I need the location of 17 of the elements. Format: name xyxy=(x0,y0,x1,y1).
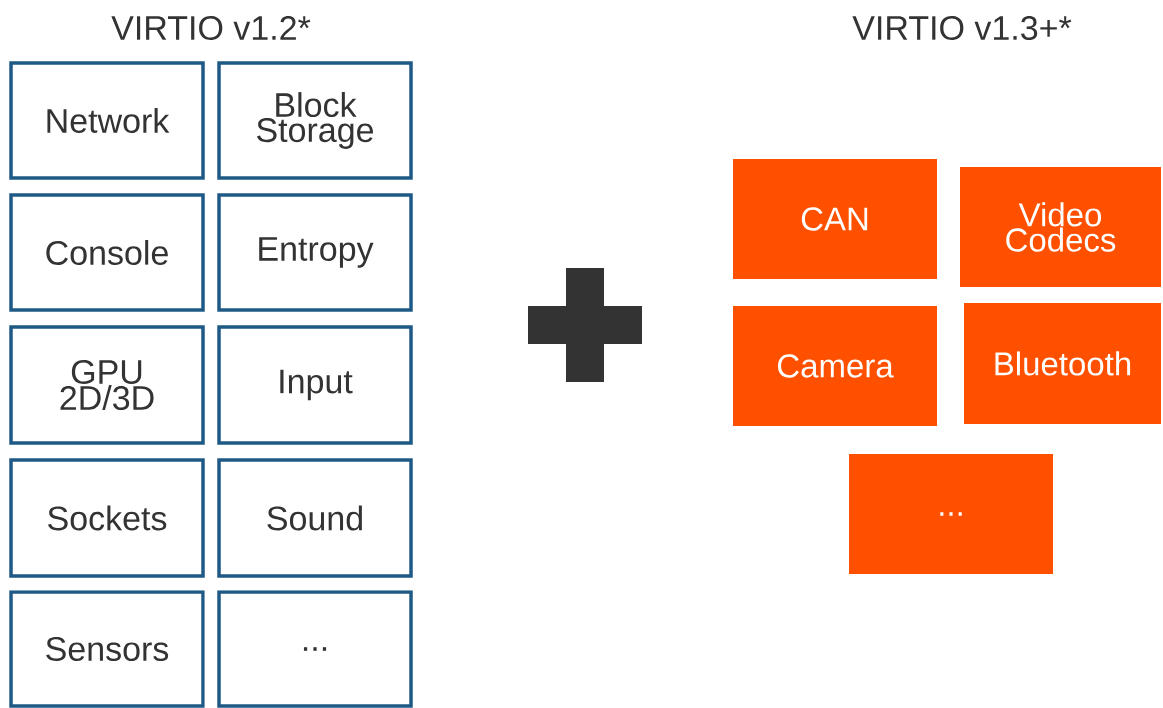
feature-box: CAN xyxy=(733,159,937,279)
service-box: Input xyxy=(217,325,413,445)
feature-box: Camera xyxy=(733,306,937,426)
service-box: Block Storage xyxy=(217,61,413,180)
service-box: Sensors xyxy=(9,590,205,708)
service-box: Console xyxy=(9,193,205,312)
feature-box: Bluetooth xyxy=(964,303,1161,424)
service-box: ... xyxy=(217,590,413,708)
service-box: Sound xyxy=(217,458,413,578)
feature-box: ... xyxy=(849,454,1053,574)
feature-box: Video Codecs xyxy=(960,167,1161,287)
group-heading: VIRTIO v1.3+* xyxy=(852,15,1072,41)
service-box: Network xyxy=(9,61,205,180)
service-box: Sockets xyxy=(9,458,205,578)
service-box: GPU 2D/3D xyxy=(9,325,205,445)
group-heading: VIRTIO v1.2* xyxy=(111,15,311,41)
service-box: Entropy xyxy=(217,193,413,312)
